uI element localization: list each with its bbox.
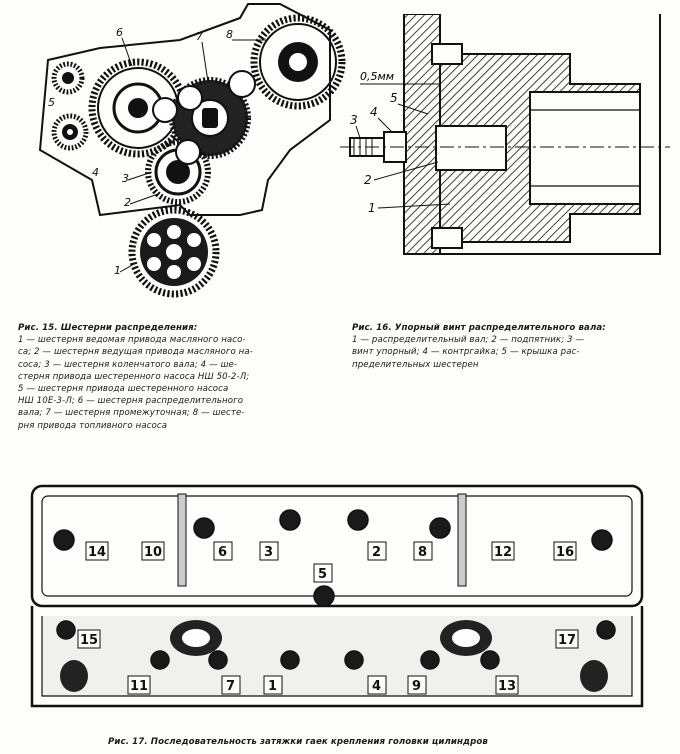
figure-16-caption: Рис. 16. Упорный винт распределительного… xyxy=(352,322,672,371)
nut-number-9: 9 xyxy=(412,679,421,694)
figure-17-caption: Рис. 17. Последовательность затяжки гаек… xyxy=(108,736,628,748)
fig16-gap-dimension: 0,5мм xyxy=(360,70,394,83)
figure-15-title: Рис. 15. Шестерни распределения: xyxy=(18,323,198,333)
gear-housing-outline xyxy=(38,3,331,217)
fig15-label-5: 5 xyxy=(48,96,55,109)
timing-marks xyxy=(152,70,256,165)
fig16-label-4: 4 xyxy=(370,105,378,119)
fig15-label-2: 2 xyxy=(124,196,131,209)
fig16-label-5: 5 xyxy=(390,91,398,105)
fig15-label-6: 6 xyxy=(116,26,123,39)
nut-number-4: 4 xyxy=(372,679,381,694)
nut-number-10: 10 xyxy=(144,545,162,560)
nut-number-12: 12 xyxy=(494,545,512,560)
fig15-label-4: 4 xyxy=(92,166,99,179)
figure-15-line: соса; 3 — шестерня коленчатого вала; 4 —… xyxy=(18,359,238,370)
nut-number-8: 8 xyxy=(418,545,427,560)
nut-number-11: 11 xyxy=(130,679,148,694)
nut-number-3: 3 xyxy=(264,545,273,560)
figure-15-line: стерня привода шестеренного насоса НШ 50… xyxy=(18,371,250,382)
figure-16-line: пределительных шестерен xyxy=(352,359,479,370)
fig16-label-3: 3 xyxy=(350,113,358,127)
gear-5-nsh10-pump xyxy=(51,61,85,95)
nut-number-14: 14 xyxy=(88,545,106,560)
fig15-label-7: 7 xyxy=(196,30,203,43)
gear-1-oil-pump-driven xyxy=(128,206,220,298)
figure-17-cylinder-head: 14 10 6 3 2 8 12 16 5 15 17 11 7 1 4 9 1… xyxy=(30,484,644,708)
nut-number-7: 7 xyxy=(226,679,235,694)
nut-number-5: 5 xyxy=(318,567,327,582)
nut-number-2: 2 xyxy=(372,545,381,560)
figure-16-line: винт упорный; 4 — контргайка; 5 — крышка… xyxy=(352,347,580,358)
figure-15-line: вала; 7 — шестерня промежуточная; 8 — ше… xyxy=(18,408,245,419)
figure-16-line: 1 — распределительный вал; 2 — подпятник… xyxy=(352,335,585,346)
figure-17-title: Рис. 17. Последовательность затяжки гаек… xyxy=(108,737,488,747)
fig16-label-1: 1 xyxy=(368,201,376,215)
fig15-label-1: 1 xyxy=(114,264,121,277)
figure-15-line: 5 — шестерня привода шестеренного насоса xyxy=(18,384,229,395)
figure-15-line: рня привода топливного насоса xyxy=(18,420,168,431)
figure-16-title: Рис. 16. Упорный винт распределительного… xyxy=(352,323,606,333)
nut-number-16: 16 xyxy=(556,545,574,560)
figure-15-line: 1 — шестерня ведомая привода масляного н… xyxy=(18,335,246,346)
figure-16-thrust-screw: 0,5мм 5 4 3 2 1 xyxy=(340,14,670,255)
nut-number-6: 6 xyxy=(218,545,227,560)
figure-15-line: НШ 10Е-3-Л; 6 — шестерня распределительн… xyxy=(18,396,244,407)
figure-15-timing-gears: 6 7 8 5 4 3 2 1 xyxy=(38,3,346,298)
gear-4-nsh50-pump xyxy=(51,113,89,151)
nut-number-17: 17 xyxy=(558,633,576,648)
nut-number-15: 15 xyxy=(80,633,98,648)
fig16-label-2: 2 xyxy=(364,173,372,187)
nut-number-13: 13 xyxy=(498,679,516,694)
figure-15-caption: Рис. 15. Шестерни распределения: 1 — шес… xyxy=(18,322,338,432)
fig15-label-3: 3 xyxy=(122,172,129,185)
fig15-label-8: 8 xyxy=(226,28,233,41)
nut-number-1: 1 xyxy=(268,679,277,694)
figure-15-line: са; 2 — шестерня ведущая привода масляно… xyxy=(18,347,253,358)
gear-8-fuel-pump-drive xyxy=(250,14,346,110)
